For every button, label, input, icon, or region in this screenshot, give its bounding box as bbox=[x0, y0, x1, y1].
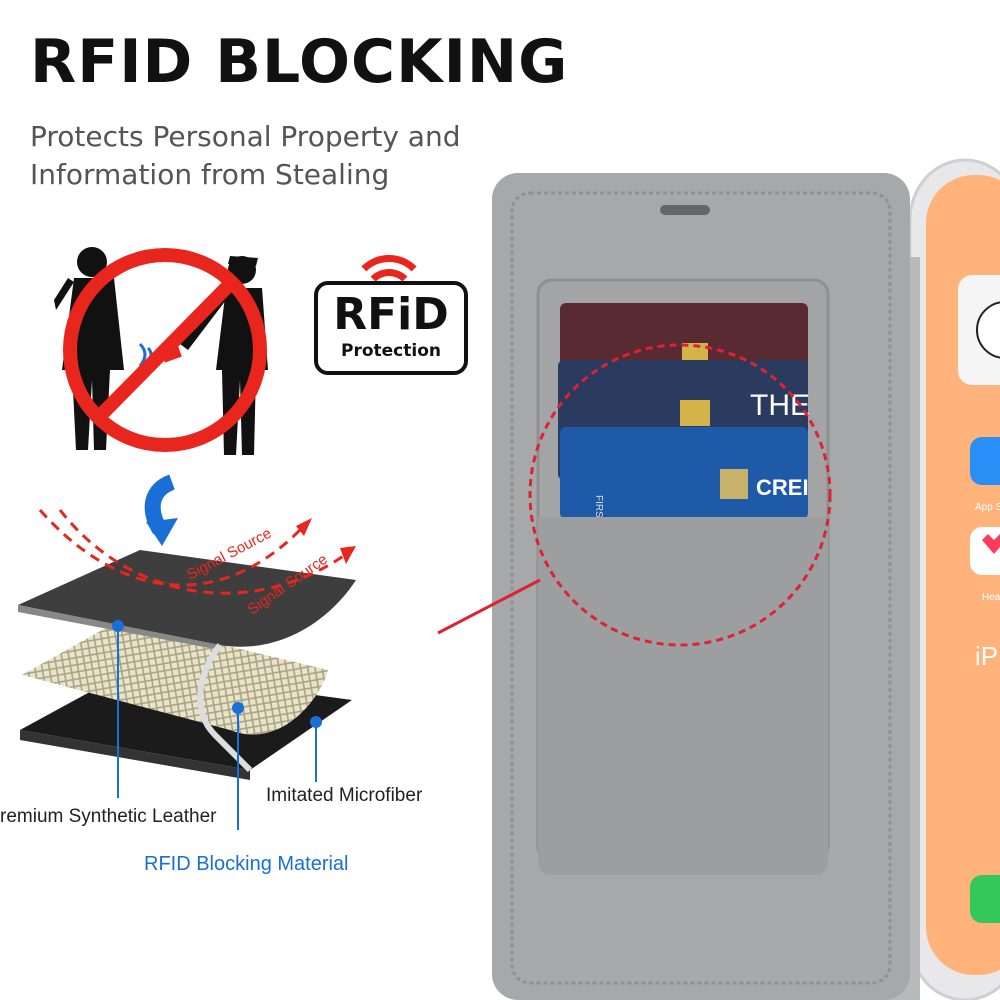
wallet-case-illustration: App S Hea iP THE CREI FIRSTRA bbox=[437, 158, 1000, 1000]
appstore-icon bbox=[970, 437, 1000, 485]
label-blocking-material: RFID Blocking Material bbox=[144, 853, 349, 875]
blocking-marker bbox=[232, 702, 244, 714]
prohibition-slash bbox=[93, 277, 237, 423]
badge-subtitle: Protection bbox=[341, 341, 441, 361]
layer-blocking-material bbox=[22, 620, 328, 735]
rfid-highlight-circle bbox=[528, 343, 832, 647]
svg-text:FIRSTRA: FIRSTRA bbox=[593, 495, 604, 538]
svg-text:Hea: Hea bbox=[982, 592, 1000, 603]
microfiber-marker bbox=[310, 716, 322, 728]
pointer-line bbox=[437, 578, 541, 635]
badge-title: RFiD bbox=[333, 289, 449, 340]
signal-arrow-2 bbox=[58, 509, 346, 595]
svg-text:CREI: CREI bbox=[756, 475, 809, 500]
phone-icon bbox=[970, 875, 1000, 923]
headline: RFID BLOCKING bbox=[30, 27, 569, 97]
layer-diagram: Signal Source Signal Source bbox=[18, 474, 356, 830]
label-microfiber: Imitated Microfiber bbox=[266, 785, 423, 806]
subheadline: Protects Personal Property and Informati… bbox=[30, 120, 461, 191]
layer-microfiber bbox=[18, 550, 356, 647]
rfid-protection-badge: RFiD Protection bbox=[314, 255, 468, 375]
no-theft-illustration bbox=[54, 247, 268, 455]
svg-text:iP: iP bbox=[975, 641, 998, 671]
label-synthetic-leather: remium Synthetic Leather bbox=[0, 806, 217, 827]
prohibition-circle bbox=[63, 248, 267, 452]
leather-marker bbox=[112, 620, 124, 632]
svg-text:App S: App S bbox=[975, 502, 1000, 513]
